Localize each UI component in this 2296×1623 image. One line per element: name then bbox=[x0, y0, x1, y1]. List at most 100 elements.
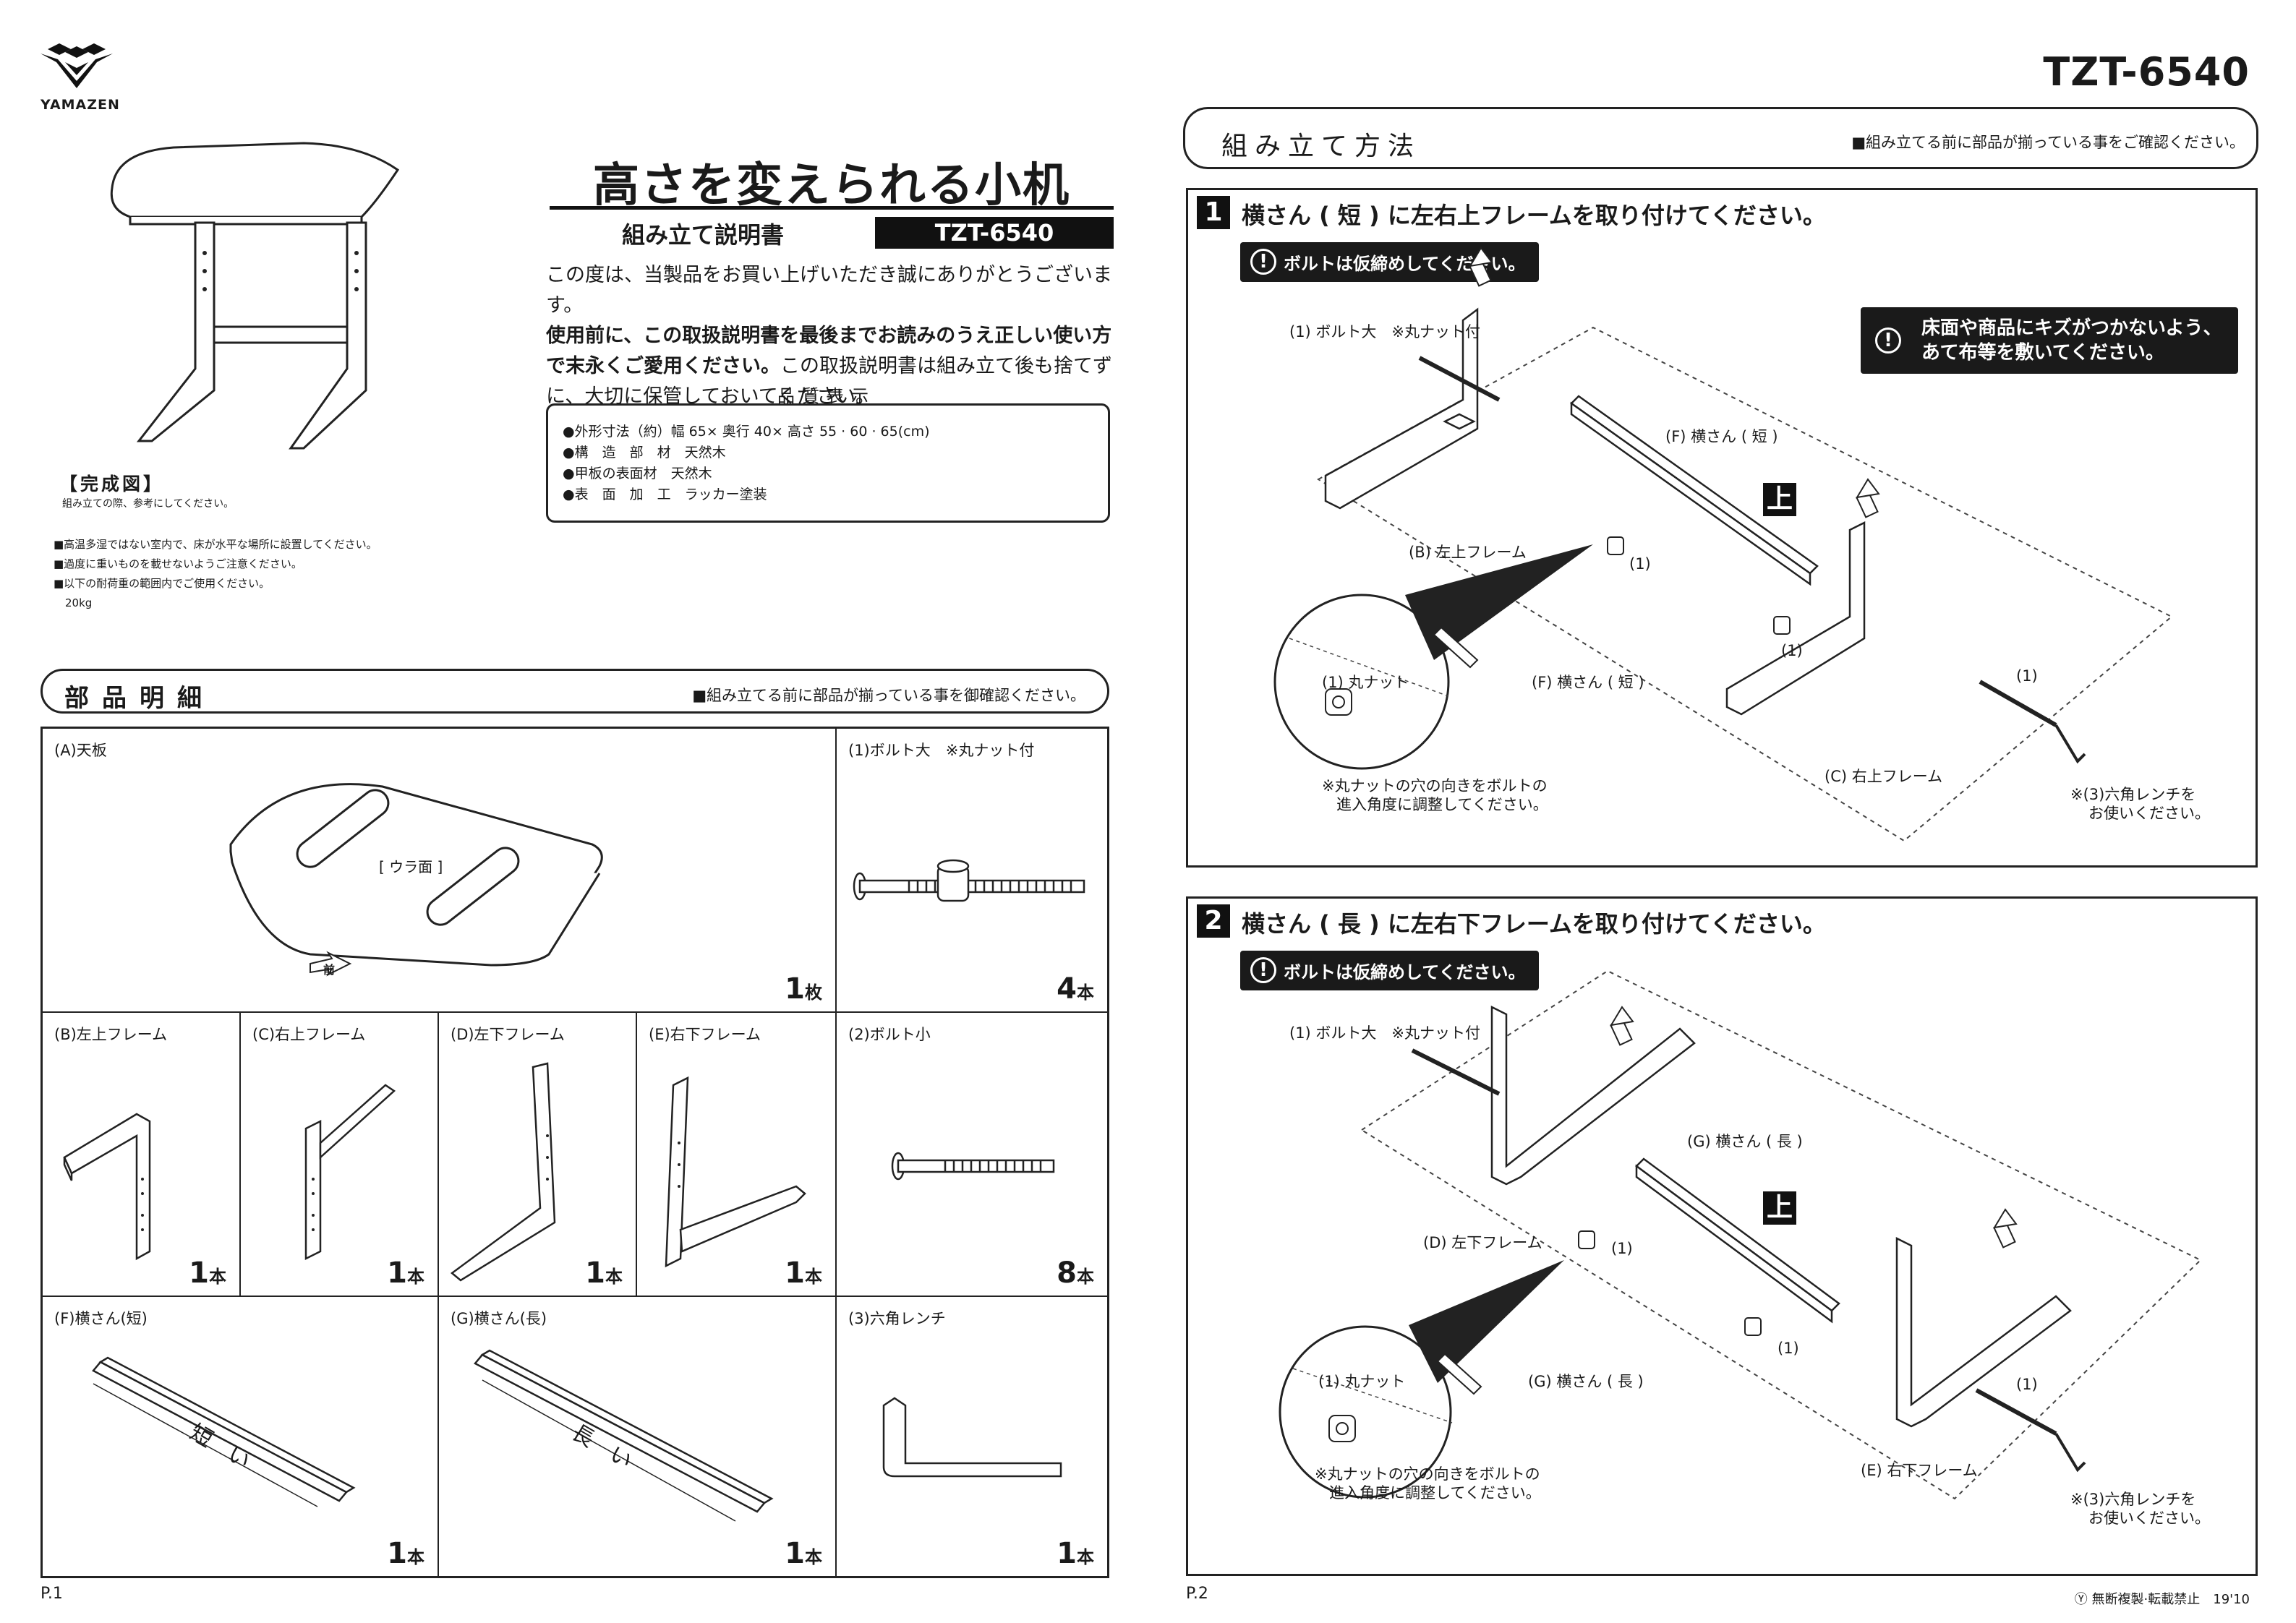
copyright-notice: Ⓨ 無断複製·転載禁止 19'10 bbox=[2074, 1592, 2250, 1607]
nut-count: (1) bbox=[1781, 642, 1803, 659]
intro-line: この度は、当製品をお買い上げいただき誠にありがとうございます。 bbox=[546, 264, 1112, 317]
exclamation-icon: ! bbox=[1875, 327, 1901, 354]
document-title: 高さを変えられる小机 bbox=[593, 159, 1070, 213]
part-cell-bolt-large: (1)ボルト大 ※丸ナット付 4本 bbox=[837, 729, 1107, 1013]
quality-item: ●外形寸法（約）幅 65× 奥行 40× 高さ 55 · 60 · 65(cm) bbox=[563, 424, 930, 440]
nut-count: (1) bbox=[1778, 1340, 1799, 1357]
parts-note: ■組み立てる前に部品が揃っている事を御確認ください。 bbox=[692, 687, 1085, 704]
model-number-top: TZT-6540 bbox=[2043, 49, 2250, 95]
left-upper-frame-illustration bbox=[63, 1113, 151, 1261]
part-cell-hex-wrench: (3)六角レンチ 1本 bbox=[837, 1297, 1107, 1576]
quality-item: ●構 造 部 材 天然木 bbox=[563, 445, 726, 461]
quality-item: ●表 面 加 工 ラッカー塗装 bbox=[563, 487, 767, 502]
usage-note: ■以下の耐荷重の範囲内でご使用ください。 bbox=[54, 577, 270, 590]
part-cell-long-rail: (G)横さん(長) 長い 1本 bbox=[439, 1297, 837, 1576]
usage-note: ■過度に重いものを載せないようご注意ください。 bbox=[54, 557, 302, 570]
part-cell-short-rail: (F)横さん(短) 短い 1本 bbox=[43, 1297, 439, 1576]
round-nut-label: (1) 丸ナット bbox=[1322, 674, 1409, 691]
part-label: (G)横さん(長) bbox=[451, 1310, 547, 1327]
brand-logo: YAMAZEN bbox=[40, 43, 119, 113]
bolt-label: (1) ボルト大 ※丸ナット付 bbox=[1289, 1024, 1481, 1042]
caution-badge: ! 床面や商品にキズがつかないよう、あて布等を敷いてください。 bbox=[1861, 307, 2238, 374]
wrench-note: お使いください。 bbox=[2088, 805, 2210, 822]
part-qty: 1本 bbox=[785, 1537, 822, 1570]
quality-label: 品質表示 bbox=[777, 386, 876, 406]
model-badge: TZT-6540 bbox=[875, 217, 1114, 249]
warning-badge: ! ボルトは仮締めしてください。 bbox=[1240, 951, 1539, 990]
wrench-note: お使いください。 bbox=[2088, 1509, 2210, 1527]
wrench-note: ※(3)六角レンチを bbox=[2070, 1491, 2196, 1508]
nut-count: (1) bbox=[1629, 555, 1651, 573]
round-nut-label: (1) 丸ナット bbox=[1318, 1373, 1406, 1390]
load-limit: 20kg bbox=[65, 596, 93, 609]
tabletop-underside-illustration bbox=[229, 783, 603, 977]
part-cell-left-upper-frame: (B)左上フレーム 1本 bbox=[43, 1013, 241, 1297]
front-arrow-icon bbox=[310, 951, 352, 977]
front-mark: 前 bbox=[323, 963, 336, 977]
right-frame-label: (E) 右下フレーム bbox=[1861, 1462, 1978, 1479]
bolt-count: (1) bbox=[2016, 667, 2038, 685]
nut-note: 進入角度に調整してください。 bbox=[1336, 796, 1548, 813]
document-subtitle: 組み立て説明書 bbox=[622, 221, 785, 249]
bolt-small-illustration bbox=[891, 1152, 1055, 1181]
part-qty: 1本 bbox=[387, 1537, 424, 1570]
step-2-diagram bbox=[1279, 969, 2202, 1500]
part-qty: 1本 bbox=[785, 1256, 822, 1290]
completed-figure-label: 【完成図】 bbox=[59, 474, 165, 494]
part-label: (E)右下フレーム bbox=[649, 1026, 761, 1043]
nut-note: ※丸ナットの穴の向きをボルトの bbox=[1322, 777, 1548, 795]
part-qty: 4本 bbox=[1057, 972, 1094, 1006]
completed-desk-illustration bbox=[110, 142, 400, 450]
rail-label: (F) 横さん ( 短 ) bbox=[1665, 428, 1778, 445]
bolt-label: (1) ボルト大 ※丸ナット付 bbox=[1289, 323, 1481, 341]
assembly-section-header: 組み立て方法 ■組み立てる前に部品が揃っている事をご確認ください。 bbox=[1183, 107, 2258, 169]
part-label: (A)天板 bbox=[54, 742, 107, 759]
intro-bold: 使用前に、この取扱説明書を最後までお読みのうえ正しい使い方で末永くご愛用ください… bbox=[546, 325, 1112, 377]
assembly-heading: 組み立て方法 bbox=[1221, 132, 1422, 161]
part-label: (C)右上フレーム bbox=[252, 1026, 366, 1043]
part-label: (2)ボルト小 bbox=[848, 1026, 931, 1043]
parts-heading: 部品明細 bbox=[64, 684, 215, 713]
part-qty: 1本 bbox=[585, 1256, 623, 1290]
part-label: (3)六角レンチ bbox=[848, 1310, 946, 1327]
hex-wrench-illustration bbox=[882, 1397, 1062, 1478]
left-frame-label: (D) 左下フレーム bbox=[1423, 1234, 1542, 1251]
page-number-1: P.1 bbox=[40, 1585, 63, 1603]
caution-text: 床面や商品にキズがつかないよう、あて布等を敷いてください。 bbox=[1921, 317, 2222, 364]
rail-detail-label: (G) 横さん ( 長 ) bbox=[1528, 1373, 1644, 1390]
exclamation-icon: ! bbox=[1250, 957, 1276, 983]
right-upper-frame-illustration bbox=[304, 1084, 396, 1261]
part-qty: 1本 bbox=[387, 1256, 424, 1290]
rail-detail-label: (F) 横さん ( 短 ) bbox=[1532, 674, 1644, 691]
yamazen-logo-icon bbox=[40, 43, 113, 88]
part-label: (D)左下フレーム bbox=[451, 1026, 565, 1043]
right-frame-label: (C) 右上フレーム bbox=[1825, 768, 1943, 785]
usage-notes: ■高温多湿ではない室内で、床が水平な場所に設置してください。 ■過度に重いものを… bbox=[54, 535, 377, 613]
bolt-count: (1) bbox=[2016, 1376, 2038, 1393]
right-lower-frame-illustration bbox=[665, 1076, 806, 1268]
part-qty: 1本 bbox=[1057, 1537, 1094, 1570]
up-mark: 上 bbox=[1763, 1191, 1796, 1225]
part-cell-bolt-small: (2)ボルト小 8本 bbox=[837, 1013, 1107, 1297]
quality-box: ●外形寸法（約）幅 65× 奥行 40× 高さ 55 · 60 · 65(cm)… bbox=[546, 403, 1110, 523]
part-label: (B)左上フレーム bbox=[54, 1026, 168, 1043]
bolt-large-illustration bbox=[853, 859, 1085, 902]
wrench-note: ※(3)六角レンチを bbox=[2070, 786, 2196, 803]
step-number: 2 bbox=[1197, 904, 1230, 938]
parts-section-header: 部品明細 ■組み立てる前に部品が揃っている事を御確認ください。 bbox=[40, 669, 1109, 714]
usage-note: ■高温多湿ではない室内で、床が水平な場所に設置してください。 bbox=[54, 538, 377, 551]
part-label: (1)ボルト大 ※丸ナット付 bbox=[848, 742, 1035, 759]
assembly-note: ■組み立てる前に部品が揃っている事をご確認ください。 bbox=[1851, 134, 2245, 151]
quality-item: ●甲板の表面材 天然木 bbox=[563, 466, 712, 481]
up-mark: 上 bbox=[1763, 483, 1796, 516]
step-2-panel: 2 横さん ( 長 ) に左右下フレームを取り付けてください。 ! ボルトは仮締… bbox=[1186, 896, 2258, 1576]
part-qty: 1枚 bbox=[785, 972, 822, 1006]
warning-text: ボルトは仮締めしてください。 bbox=[1284, 962, 1526, 982]
step-title: 横さん ( 短 ) に左右上フレームを取り付けてください。 bbox=[1242, 202, 1826, 229]
step-1-diagram bbox=[1273, 247, 2173, 842]
part-label: (F)横さん(短) bbox=[54, 1310, 148, 1327]
exclamation-icon: ! bbox=[1250, 249, 1276, 275]
title-rule bbox=[550, 206, 1114, 210]
rail-label: (G) 横さん ( 長 ) bbox=[1687, 1133, 1803, 1150]
left-frame-label: (B) 左上フレーム bbox=[1409, 544, 1527, 561]
